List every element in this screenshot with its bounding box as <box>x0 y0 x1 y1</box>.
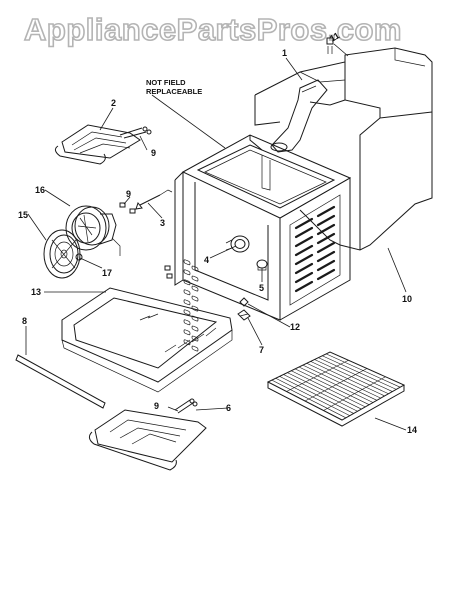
callout-3: 3 <box>160 218 165 228</box>
callout-14: 14 <box>407 425 417 435</box>
cavity-slot <box>183 289 191 296</box>
cavity-slot <box>316 205 336 218</box>
part-bake-element <box>88 398 207 471</box>
cavity-slot <box>294 217 314 230</box>
callout-16: 16 <box>35 185 45 195</box>
part-trim-strip <box>15 354 106 409</box>
part-convection-motor <box>65 205 121 256</box>
part-connectors <box>164 265 173 279</box>
leader-lines <box>25 43 407 431</box>
cavity-slot <box>294 271 314 284</box>
cavity-slot <box>316 250 336 263</box>
callout-7: 7 <box>259 345 264 355</box>
callout-10: 10 <box>402 294 412 304</box>
callout-12: 12 <box>290 322 300 332</box>
callout-6: 6 <box>226 403 231 413</box>
callout-1: 1 <box>282 48 287 58</box>
cavity-slot <box>294 253 314 266</box>
part-oven-bottom <box>61 287 233 393</box>
callout-9b: 9 <box>126 189 131 199</box>
callout-4: 4 <box>204 255 209 265</box>
part-fan-blade <box>43 229 81 279</box>
cavity-slot <box>191 285 199 292</box>
part-broil-element <box>54 124 152 165</box>
note-line-2: REPLACEABLE <box>146 87 202 96</box>
cavity-slot <box>183 329 191 336</box>
cavity-slot <box>183 259 191 266</box>
cavity-slot <box>316 268 336 281</box>
cavity-slot <box>294 244 314 257</box>
cavity-slot <box>316 223 336 236</box>
part-convection-fan-hub <box>225 235 250 253</box>
cavity-slot <box>183 339 191 346</box>
cavity-slot <box>316 259 336 272</box>
callout-15: 15 <box>18 210 28 220</box>
callout-2: 2 <box>111 98 116 108</box>
note-line-1: NOT FIELD <box>146 78 186 87</box>
cavity-slot <box>316 214 336 227</box>
part-screw-3 <box>135 189 173 210</box>
cavity-slot <box>294 235 314 248</box>
part-oven-cavity <box>174 134 352 321</box>
cavity-slot <box>191 325 199 332</box>
cavity-slot <box>183 269 191 276</box>
part-vent-duct <box>270 79 328 153</box>
cavity-slot <box>294 226 314 239</box>
part-nut-17 <box>75 253 83 261</box>
cavity-slot <box>191 345 199 352</box>
cavity-slot <box>191 265 199 272</box>
oven-rack-grid <box>271 353 401 419</box>
callout-9a: 9 <box>151 148 156 158</box>
callout-11: 11 <box>328 30 341 43</box>
callout-9c: 9 <box>154 401 159 411</box>
part-clip-7 <box>237 309 251 321</box>
callout-17: 17 <box>102 268 112 278</box>
callout-13: 13 <box>31 287 41 297</box>
cavity-right-slots <box>294 205 336 293</box>
cavity-slot <box>316 232 336 245</box>
rack-crosswire <box>286 359 349 392</box>
watermark-text: AppliancePartsPros.com <box>24 12 402 47</box>
rack-crosswire <box>323 376 386 411</box>
cavity-slot <box>183 309 191 316</box>
cavity-slot <box>294 262 314 275</box>
cavity-slot <box>183 299 191 306</box>
cavity-slot <box>294 280 314 293</box>
cavity-slot <box>191 295 199 302</box>
cavity-slot <box>316 241 336 254</box>
part-outer-wrap <box>254 47 433 251</box>
part-oven-rack <box>266 351 406 427</box>
part-clips-9 <box>119 202 136 214</box>
part-clip-12 <box>239 297 249 307</box>
cavity-slot <box>183 319 191 326</box>
part-screw-11 <box>326 37 334 54</box>
callout-8: 8 <box>22 316 27 326</box>
rack-crosswire <box>304 368 368 402</box>
cavity-slot <box>183 279 191 286</box>
cavity-slot <box>191 275 199 282</box>
callout-5: 5 <box>259 283 264 293</box>
